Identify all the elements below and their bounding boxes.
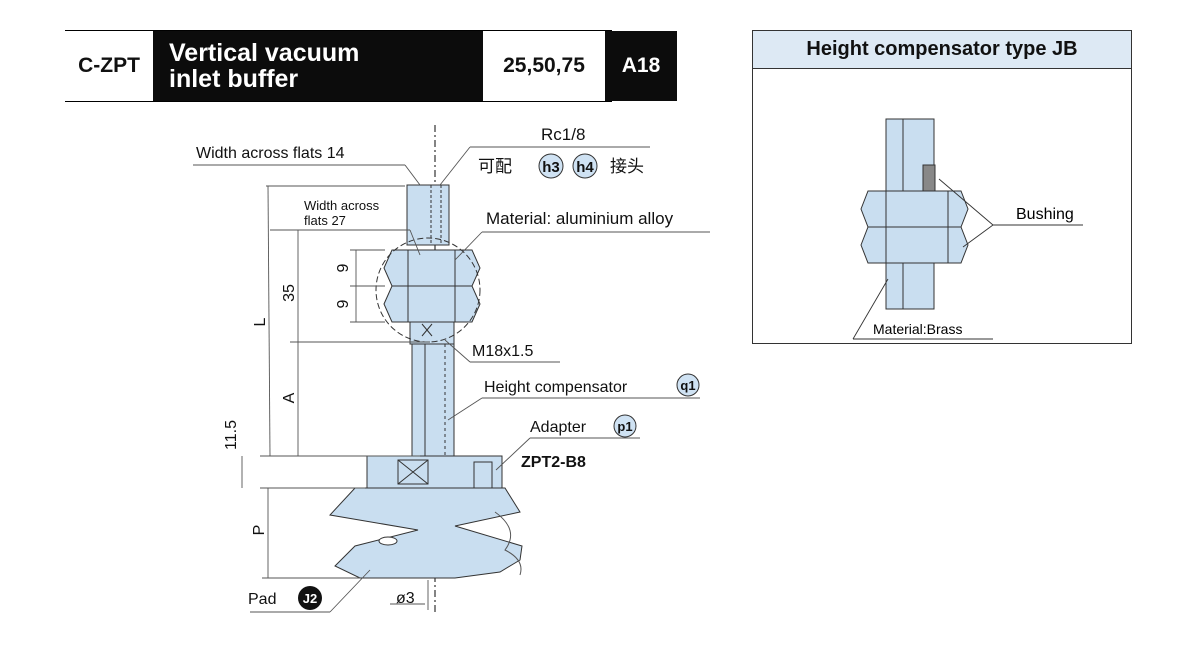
badge-q1: q1 (680, 378, 695, 393)
dim-A: A (281, 392, 298, 403)
title-line-2: inlet buffer (169, 65, 299, 93)
jb-panel-title: Height compensator type JB (753, 31, 1131, 69)
badge-h3: h3 (542, 159, 560, 176)
main-drawing: Width across flats 14 Width across flats… (193, 125, 710, 613)
dim-9-upper: 9 (335, 263, 352, 272)
title-line-1: Vertical vacuum (169, 39, 360, 67)
dim-L: L (252, 317, 269, 326)
label-adapter-model: ZPT2-B8 (521, 454, 586, 471)
dim-35: 35 (281, 284, 298, 302)
model-code: A18 (621, 54, 661, 77)
stroke-options: 25,50,75 (503, 54, 585, 77)
model-code-cell: A18 (605, 31, 677, 101)
label-thread: M18x1.5 (472, 343, 533, 360)
dim-9-lower: 9 (335, 299, 352, 308)
badge-j2: J2 (303, 591, 317, 606)
label-fitting-suffix: 接头 (610, 157, 644, 176)
label-fitting-prefix: 可配 (478, 157, 512, 176)
series-code-cell: C-ZPT (65, 31, 153, 101)
title-cell: Vertical vacuum inlet buffer (153, 31, 483, 101)
jb-drawing: Bushing Material:Brass (852, 118, 1083, 340)
badge-p1: p1 (617, 419, 632, 434)
label-width-across-14: Width across flats 14 (196, 145, 345, 162)
label-pad: Pad (248, 591, 276, 608)
jb-panel: Height compensator type JB Bushing Mater… (752, 30, 1132, 344)
label-dia: ø3 (396, 590, 415, 607)
label-width-across-27-l2: flats 27 (304, 213, 346, 228)
header-strip: C-ZPT Vertical vacuum inlet buffer 25,50… (65, 30, 677, 102)
label-material: Material: aluminium alloy (486, 209, 674, 228)
label-adapter: Adapter (530, 419, 587, 436)
label-height-compensator: Height compensator (484, 379, 628, 396)
jb-material-label: Material:Brass (873, 321, 962, 337)
jb-bushing-label: Bushing (1016, 206, 1074, 223)
badge-h4: h4 (576, 159, 594, 176)
dim-P: P (251, 525, 268, 536)
label-port-thread: Rc1/8 (541, 125, 585, 144)
label-width-across-27-l1: Width across (304, 198, 380, 213)
stroke-options-cell: 25,50,75 (483, 31, 605, 101)
dim-11-5: 11.5 (223, 420, 240, 450)
series-code: C-ZPT (78, 54, 140, 77)
